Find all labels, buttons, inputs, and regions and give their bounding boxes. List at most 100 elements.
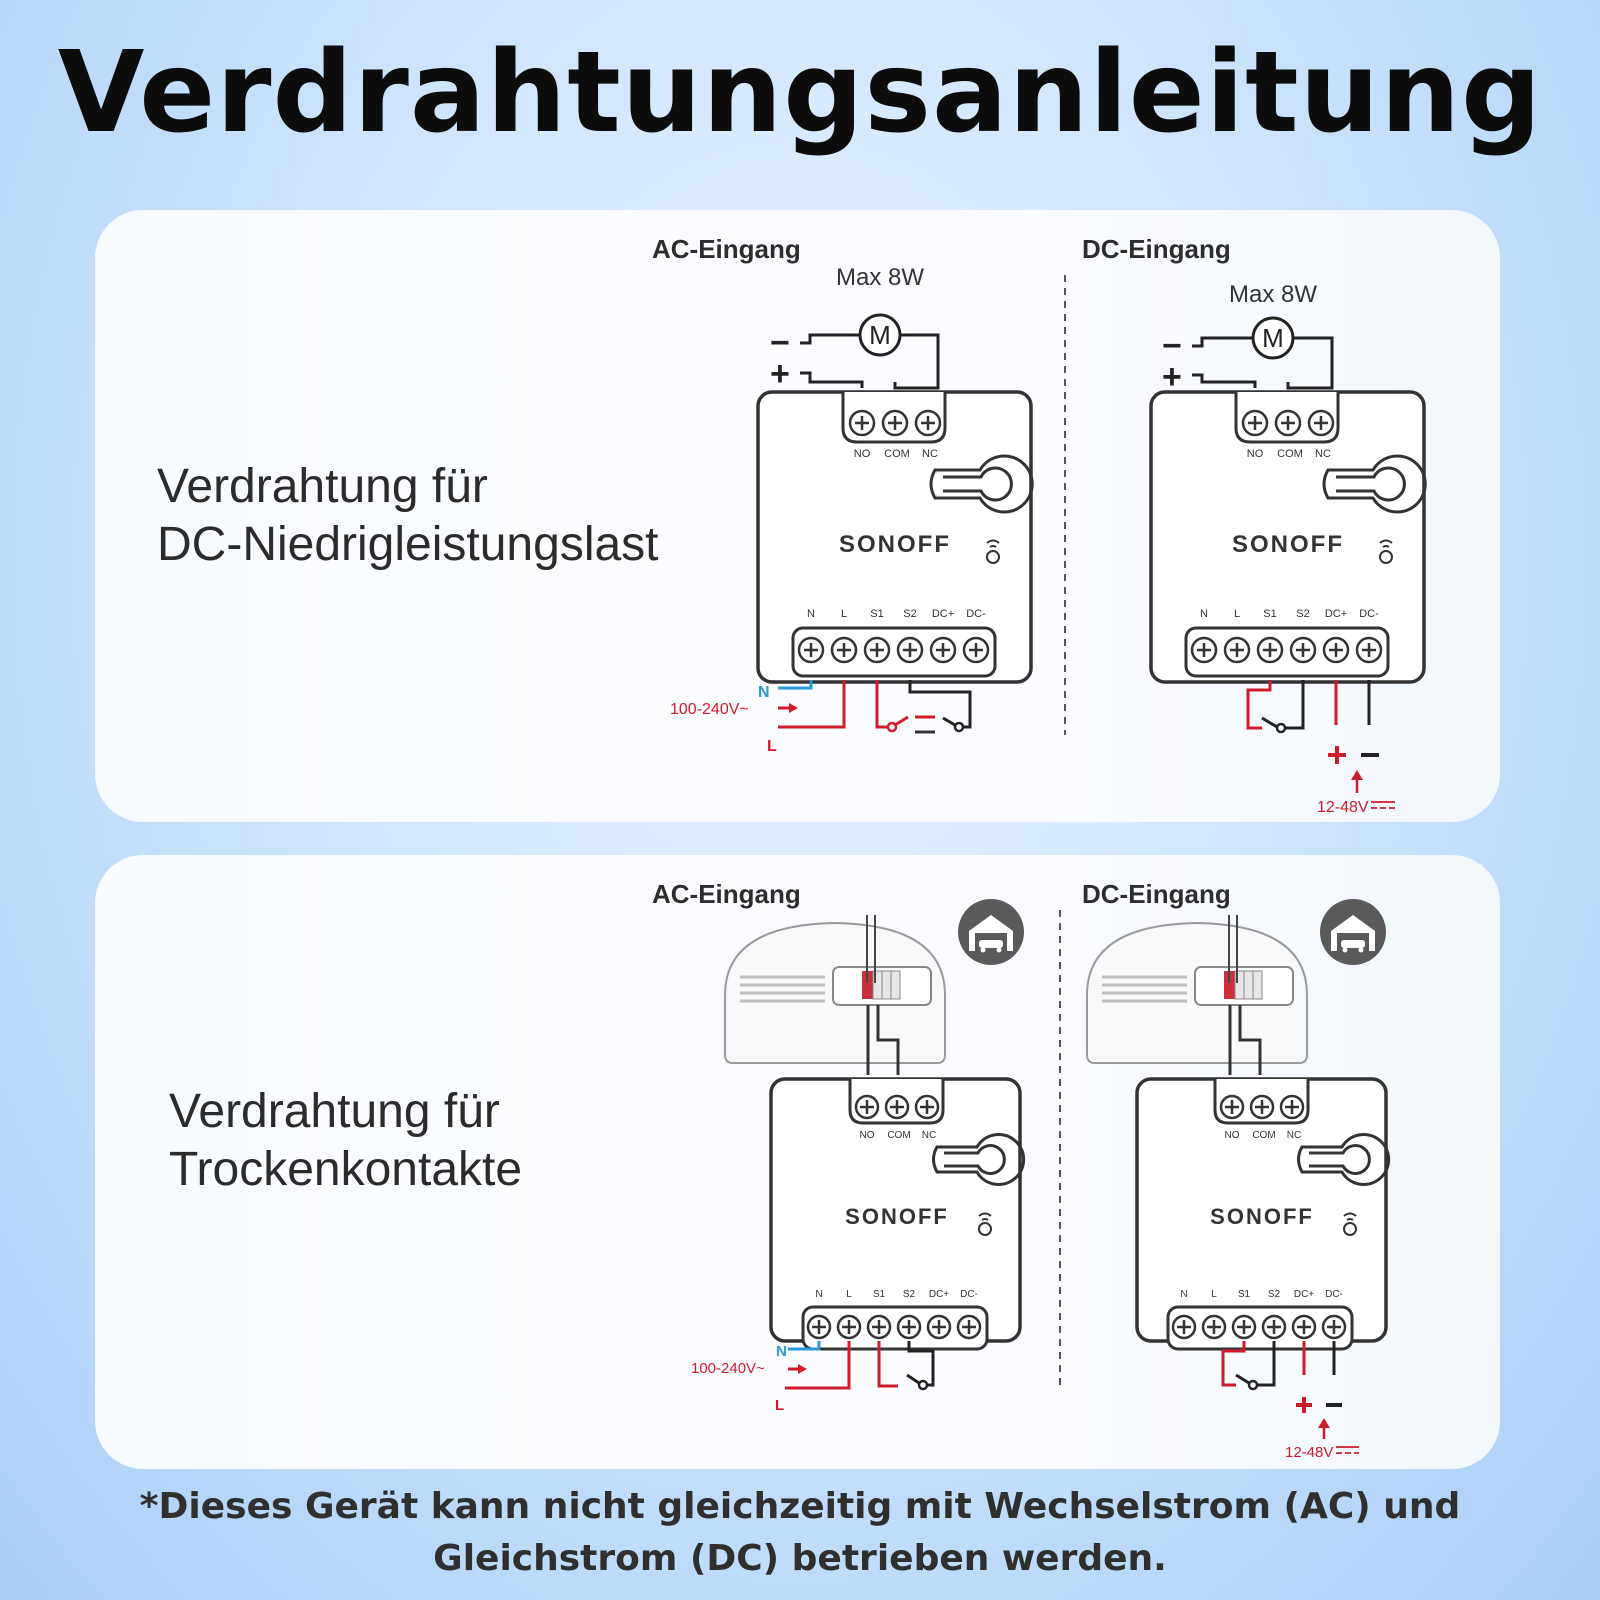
relay-label-nc: NC: [922, 1130, 936, 1141]
relay-screw-terminals: [854, 1094, 940, 1120]
section-heading: Verdrahtung für DC-Niedrigleistungslast: [157, 458, 659, 574]
bottom-screw-terminals: [1171, 1314, 1347, 1340]
brand-logo: SONOFF: [1232, 531, 1344, 558]
live-label: L: [775, 1397, 784, 1414]
svg-text:DC-: DC-: [1325, 1289, 1343, 1300]
motor-label: M: [869, 320, 891, 350]
plus-sign: +: [1162, 358, 1182, 396]
relay-label-no: NO: [1247, 448, 1264, 460]
neutral-label: N: [758, 684, 770, 701]
section-heading-line-1: Verdrahtung für: [169, 1085, 500, 1138]
relay-screw-terminals: [848, 409, 942, 437]
brand-logo: SONOFF: [1210, 1204, 1314, 1229]
relay-label-no: NO: [854, 448, 871, 460]
svg-text:L: L: [841, 608, 847, 620]
dc-garage-opener: [1086, 899, 1386, 1064]
panel-dc-low-power-load: Verdrahtung für DC-Niedrigleistungslast …: [95, 210, 1500, 822]
bottom-screw-terminals: [1190, 636, 1383, 664]
ac-input-label: AC-Eingang: [652, 879, 801, 909]
brand-logo: SONOFF: [839, 531, 951, 558]
mounting-clip-icon: [932, 1133, 1026, 1186]
svg-text:S1: S1: [1263, 608, 1276, 620]
pairing-button-icon: [986, 539, 1000, 564]
bottom-screw-terminals: [797, 636, 990, 664]
pairing-button-icon: [1343, 1212, 1357, 1236]
minus-sign: −: [770, 324, 790, 362]
voltage-label: 100-240V~: [670, 701, 749, 718]
page-title: Verdrahtungsanleitung: [57, 28, 1543, 158]
garage-door-icon: [1331, 915, 1375, 953]
svg-text:DC-: DC-: [960, 1289, 978, 1300]
live-wire: [778, 680, 846, 729]
ac-input-label: AC-Eingang: [652, 234, 801, 264]
svg-text:N: N: [807, 608, 815, 620]
relay-label-com: COM: [1252, 1130, 1275, 1141]
section-heading-line-2: Trockenkontakte: [169, 1143, 523, 1196]
ac-garage-opener: [724, 899, 1024, 1064]
live-label: L: [767, 738, 777, 755]
svg-text:N: N: [1200, 608, 1208, 620]
wiring-diagram-2: NO COM NC SONOFF N L S1 S2 DC+ DC-: [691, 899, 1391, 1461]
relay-screw-terminals: [1241, 409, 1335, 437]
relay-label-no: NO: [860, 1130, 875, 1141]
load-label: Max 8W: [1229, 281, 1317, 308]
svg-text:L: L: [1234, 608, 1240, 620]
dc-plus-sign: [1328, 746, 1346, 764]
dc-device-1: Max 8W M − + NO COM NC SONOFF: [1149, 281, 1427, 816]
motor-label: M: [1262, 323, 1284, 353]
svg-text:S2: S2: [1268, 1289, 1281, 1300]
dc-symbol: [1336, 1446, 1359, 1454]
svg-text:DC+: DC+: [929, 1289, 949, 1300]
bottom-terminal-labels: N L S1 S2 DC+ DC-: [1200, 608, 1379, 620]
pairing-button-icon: [1379, 539, 1393, 564]
section-heading: Verdrahtung für Trockenkontakte: [169, 1083, 522, 1199]
brand-logo: SONOFF: [845, 1204, 949, 1229]
relay-label-no: NO: [1225, 1130, 1240, 1141]
ac-device-2: NO COM NC SONOFF N L S1 S2 DC+ DC-: [691, 1005, 1026, 1414]
footnote-line-1: *Dieses Gerät kann nicht gleichzeitig mi…: [139, 1486, 1461, 1527]
footnote-line-2: Gleichstrom (DC) betrieben werden.: [433, 1538, 1167, 1579]
neutral-wire: [788, 1341, 821, 1351]
svg-text:DC+: DC+: [1325, 608, 1347, 620]
voltage-label: 100-240V~: [691, 1360, 765, 1377]
live-wire: [785, 1341, 851, 1390]
mounting-clip-icon: [1322, 454, 1427, 514]
svg-text:S2: S2: [903, 608, 916, 620]
svg-text:S2: S2: [1296, 608, 1309, 620]
svg-text:N: N: [1180, 1289, 1187, 1300]
svg-text:L: L: [1211, 1289, 1217, 1300]
relay-screw-terminals: [1219, 1094, 1305, 1120]
plus-sign: +: [770, 355, 790, 393]
load-label: Max 8W: [836, 264, 924, 291]
relay-label-nc: NC: [922, 448, 938, 460]
svg-text:DC-: DC-: [966, 608, 986, 620]
minus-sign: −: [1162, 327, 1182, 365]
svg-text:S1: S1: [1238, 1289, 1251, 1300]
svg-text:S1: S1: [873, 1289, 886, 1300]
relay-label-nc: NC: [1287, 1130, 1301, 1141]
relay-label-nc: NC: [1315, 448, 1331, 460]
neutral-wire: [778, 680, 813, 690]
section-heading-line-1: Verdrahtung für: [157, 460, 488, 513]
mounting-clip-icon: [929, 454, 1034, 514]
neutral-label: N: [776, 1343, 787, 1360]
ac-device-1: Max 8W M − + NO COM NC SONOFF: [670, 264, 1034, 755]
panel-dry-contacts: Verdrahtung für Trockenkontakte AC-Einga…: [95, 855, 1500, 1469]
bottom-screw-terminals: [806, 1314, 982, 1340]
dc-symbol: [1371, 801, 1395, 809]
mounting-clip-icon: [1297, 1133, 1391, 1186]
svg-text:DC+: DC+: [1294, 1289, 1314, 1300]
dc-plus-sign: [1296, 1397, 1312, 1413]
dc-input-label: DC-Eingang: [1082, 234, 1231, 264]
wiring-diagram-1: Max 8W M − + NO COM NC SONOFF: [670, 264, 1427, 816]
svg-text:S2: S2: [903, 1289, 916, 1300]
dc-device-2: NO COM NC SONOFF N L S1 S2 DC+ DC-: [1135, 1005, 1391, 1461]
relay-label-com: COM: [1277, 448, 1303, 460]
relay-label-com: COM: [887, 1130, 910, 1141]
bottom-terminal-labels: N L S1 S2 DC+ DC-: [1180, 1289, 1343, 1300]
svg-text:S1: S1: [870, 608, 883, 620]
svg-text:N: N: [815, 1289, 822, 1300]
section-heading-line-2: DC-Niedrigleistungslast: [157, 518, 659, 571]
relay-label-com: COM: [884, 448, 910, 460]
voltage-label: 12-48V: [1285, 1444, 1333, 1461]
